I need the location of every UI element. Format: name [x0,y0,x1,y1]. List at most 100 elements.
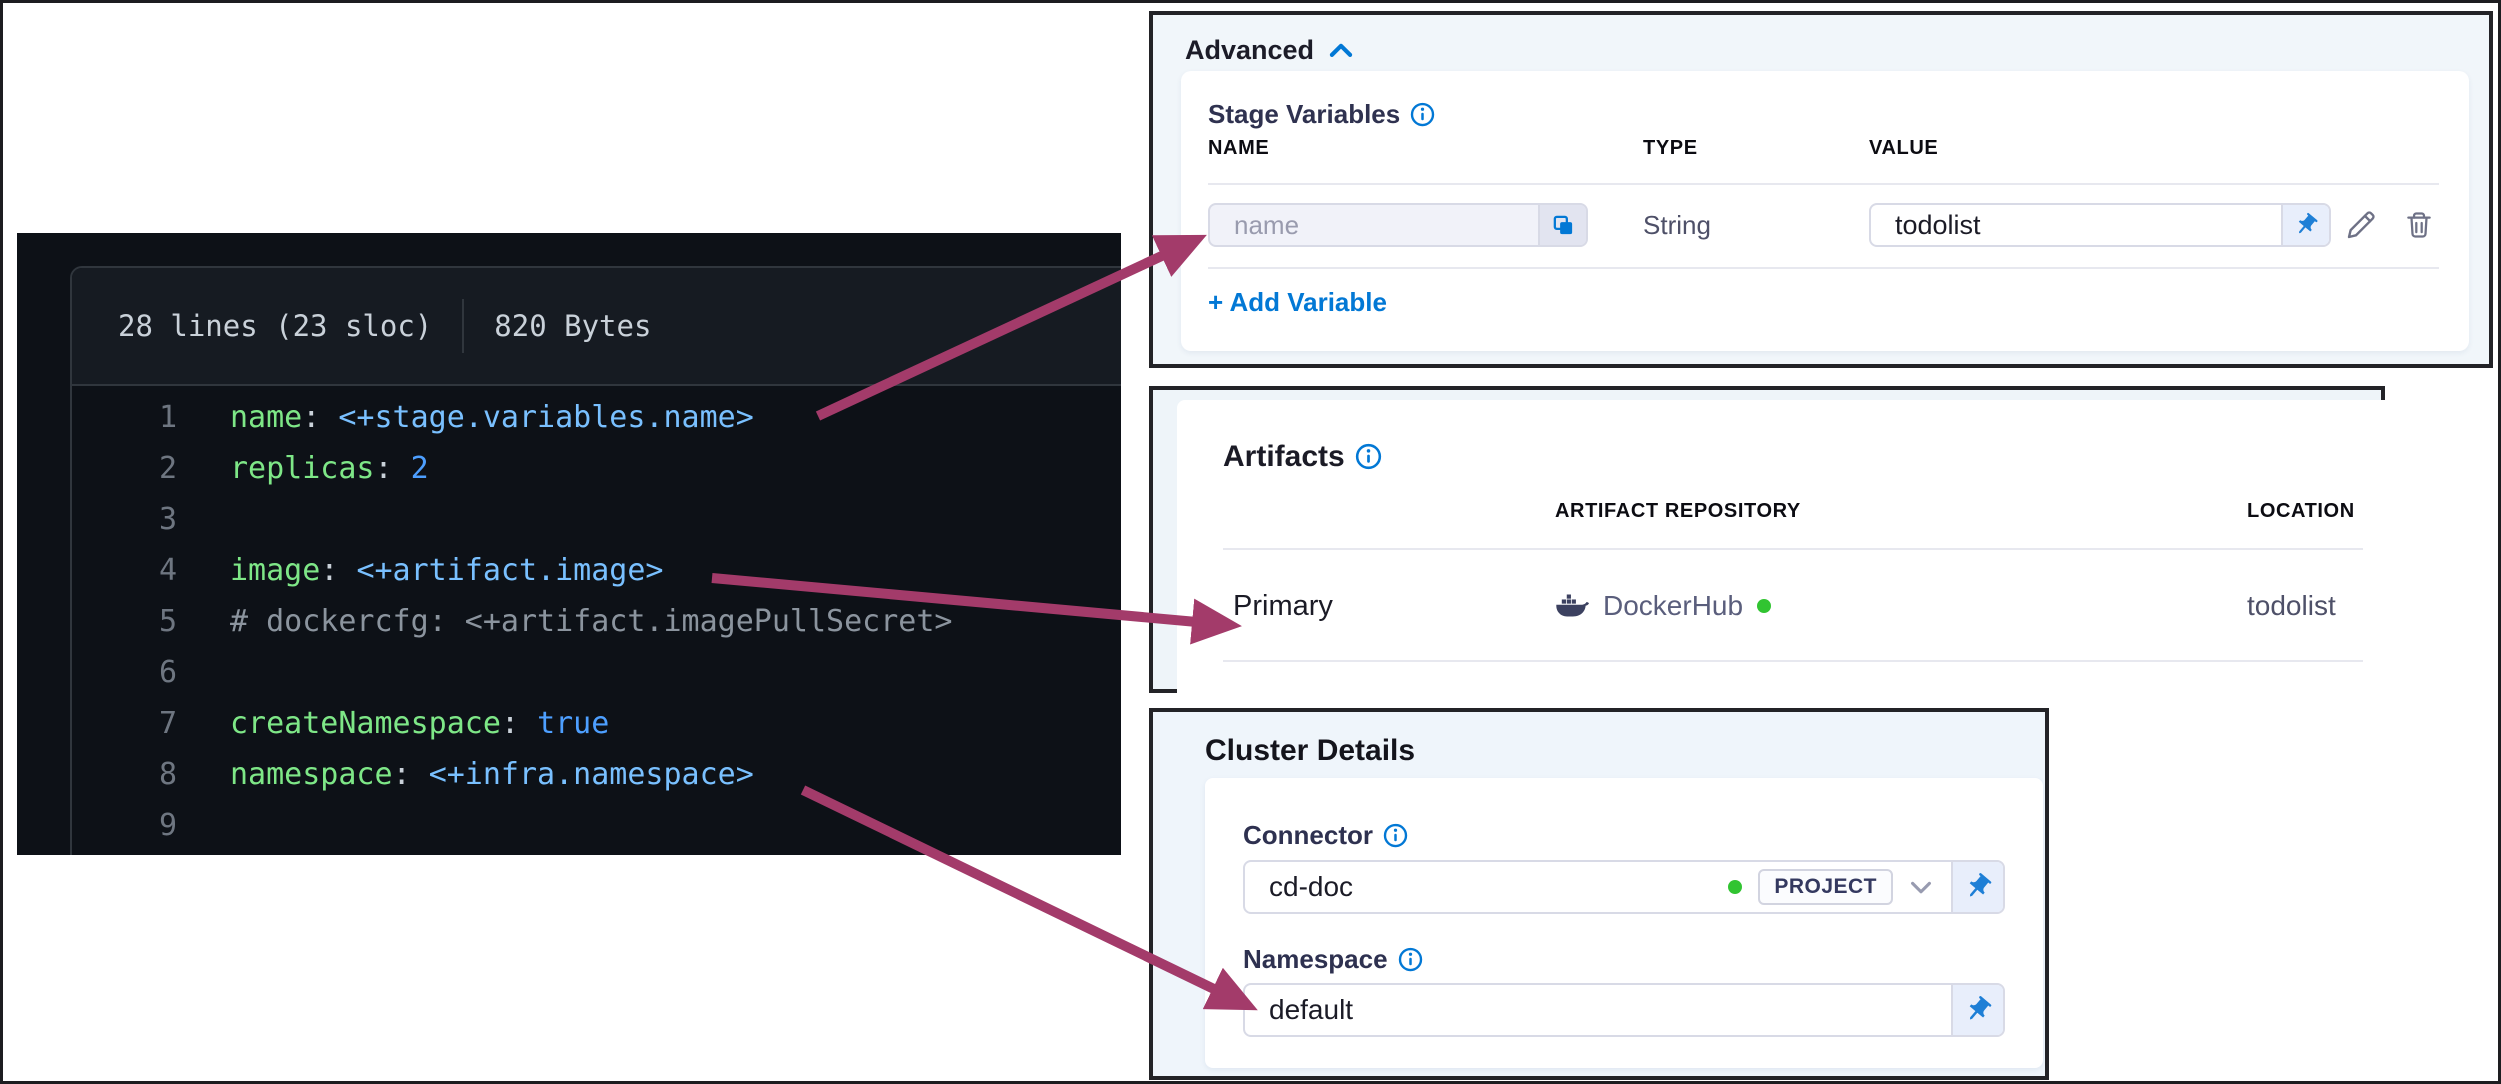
advanced-title: Advanced [1185,35,1315,65]
status-dot [1757,599,1772,613]
column-header-type: TYPE [1643,137,1698,159]
info-icon[interactable] [1383,823,1408,855]
edit-variable-button[interactable] [2339,203,2383,247]
line-number: 9 [158,808,177,843]
variable-name-input[interactable] [1208,203,1588,247]
advanced-panel: Advanced Stage Variables NAME TYPE VALUE [1149,11,2493,368]
code-token-expr: <+stage.variables.name> [338,400,754,435]
line-number: 6 [158,655,177,690]
code-token-punct: : [392,757,429,792]
cluster-details-title: Cluster Details [1205,734,1416,767]
artifacts-title-row: Artifacts [1223,440,1382,478]
artifact-name: Primary [1233,590,1333,622]
code-line: 5 # dockercfg: <+artifact.imagePullSecret… [72,596,1121,647]
info-icon[interactable] [1355,443,1382,478]
code-token-key: createNamespace [230,706,501,741]
connector-label-row: Connector [1243,820,1408,855]
line-number: 2 [158,451,177,486]
code-lines: 1 name: <+stage.variables.name> 2 replicas:… [72,386,1121,851]
table-divider [1208,183,2439,185]
code-token-key: name [230,400,303,435]
line-number: 1 [158,400,177,435]
code-token-punct: : [374,451,411,486]
code-token-punct: : [302,400,339,435]
column-header-location: LOCATION [2247,500,2355,522]
pin-icon[interactable] [1951,862,2003,912]
variable-type-text: String [1643,210,1711,240]
table-divider [1208,267,2439,269]
code-line: 9 [72,800,1121,851]
code-token-expr: <+infra.namespace> [428,757,754,792]
connector-input[interactable]: PROJECT [1243,860,2005,914]
header-divider [462,299,465,353]
chevron-up-icon[interactable] [1328,40,1354,62]
code-token-const: true [537,706,610,741]
cluster-details-panel: Cluster Details Connector PROJECT Nam [1149,708,2049,1080]
connector-label: Connector [1243,820,1373,850]
connector-field[interactable] [1245,862,1729,912]
code-line: 4 image: <+artifact.image> [72,545,1121,596]
code-token-key: image [230,553,321,588]
code-token-key: replicas [230,451,375,486]
artifact-repository-cell: DockerHub [1555,570,1772,642]
variable-name-field[interactable] [1210,205,1538,245]
trash-icon [2402,208,2436,242]
delete-variable-button[interactable] [2397,203,2441,247]
pin-icon[interactable] [2281,205,2329,245]
pencil-icon [2343,207,2379,243]
docker-whale-icon [1555,592,1589,620]
connector-scope-badge: PROJECT [1758,869,1893,905]
artifacts-card: Artifacts ARTIFACT REPOSITORY LOCATION P… [1177,400,2385,693]
stage-variables-card: Stage Variables NAME TYPE VALUE String [1181,71,2469,351]
info-icon[interactable] [1410,102,1435,134]
pin-icon[interactable] [1951,985,2003,1035]
variable-value-field[interactable] [1871,205,2281,245]
code-lines-info: 28 lines (23 sloc) [118,309,433,343]
column-header-artifact-repository: ARTIFACT REPOSITORY [1555,500,1801,522]
code-line: 2 replicas: 2 [72,443,1121,494]
namespace-label-row: Namespace [1243,944,1423,979]
chevron-down-icon[interactable] [1909,878,1933,896]
artifact-location: todolist [2247,590,2336,621]
cluster-details-card: Connector PROJECT Namespace [1205,778,2043,1068]
code-file-box: 28 lines (23 sloc) 820 Bytes 1 name: <+st… [70,266,1121,855]
column-header-name: NAME [1208,137,1270,159]
stage-variables-text: Stage Variables [1208,99,1401,129]
code-line: 6 [72,647,1121,698]
line-number: 7 [158,706,177,741]
code-token-punct: : [500,706,538,741]
code-token-punct: : [320,553,357,588]
code-token-comment: # dockercfg: <+artifact.imagePullSecret> [230,604,953,639]
code-token-key: namespace [230,757,393,792]
line-number: 8 [158,757,177,792]
add-variable-button[interactable]: + Add Variable [1208,287,1387,317]
variable-value-input[interactable] [1869,203,2331,247]
column-header-value: VALUE [1869,137,1939,159]
artifact-repository-name: DockerHub [1603,590,1744,621]
status-dot [1728,880,1743,894]
artifacts-title: Artifacts [1223,440,1345,473]
namespace-label: Namespace [1243,944,1388,974]
code-line: 7 createNamespace: true [72,698,1121,749]
namespace-input[interactable] [1243,983,2005,1037]
code-size-info: 820 Bytes [494,309,652,343]
artifact-row[interactable]: Primary DockerHub todolist [1177,570,2385,642]
table-divider [1223,660,2363,662]
copy-icon[interactable] [1538,205,1586,245]
line-number: 3 [158,502,177,537]
line-number: 4 [158,553,177,588]
code-token-const: 2 [410,451,429,486]
line-number: 5 [158,604,177,639]
code-line: 1 name: <+stage.variables.name> [72,392,1121,443]
code-line: 3 [72,494,1121,545]
info-icon[interactable] [1398,947,1423,979]
code-file-header: 28 lines (23 sloc) 820 Bytes [72,268,1121,386]
table-divider [1223,548,2363,550]
namespace-field[interactable] [1245,985,1951,1035]
stage-variables-label: Stage Variables [1208,99,1435,134]
artifacts-panel: Artifacts ARTIFACT REPOSITORY LOCATION P… [1149,386,2385,693]
advanced-header[interactable]: Advanced [1185,35,1354,66]
code-token-expr: <+artifact.image> [356,553,664,588]
code-viewer-panel: 28 lines (23 sloc) 820 Bytes 1 name: <+st… [17,233,1121,855]
